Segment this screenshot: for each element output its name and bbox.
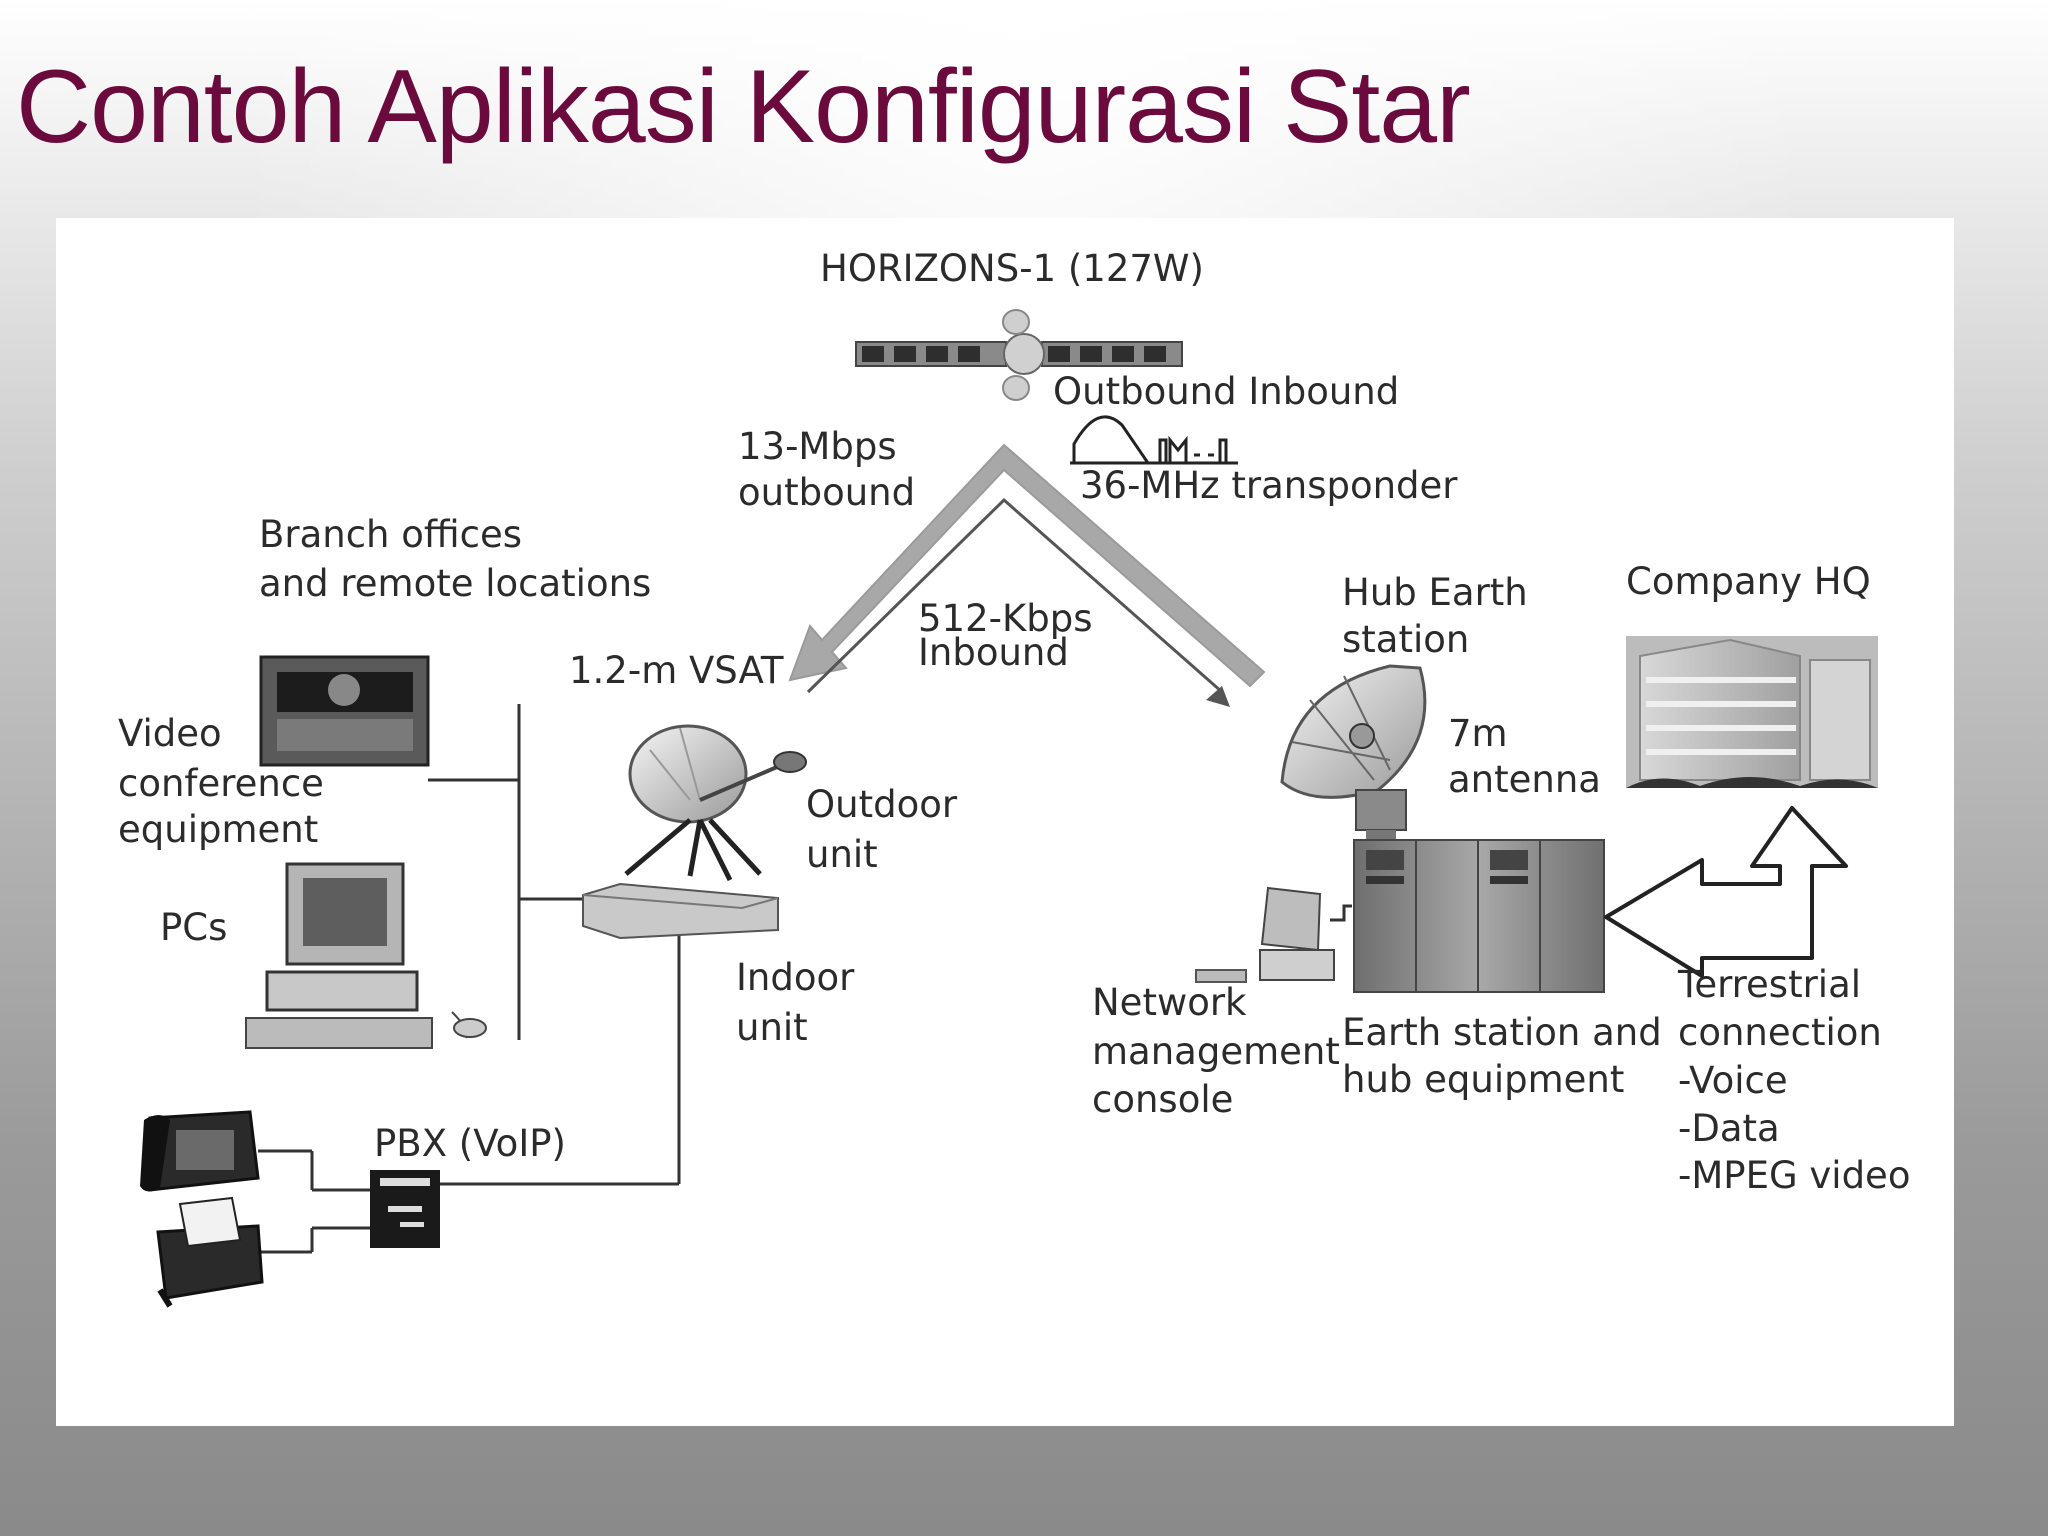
satellite-label: HORIZONS-1 (127W) bbox=[820, 247, 1204, 290]
branch-offices-line2: and remote locations bbox=[259, 562, 651, 605]
hub-earth-station-line2: station bbox=[1342, 618, 1469, 661]
diagram-panel: HORIZONS-1 (127W) Outbound Inbound 36-MH… bbox=[56, 218, 1954, 1426]
network-console-line1: Network bbox=[1092, 981, 1247, 1024]
indoor-unit-line2: unit bbox=[736, 1006, 808, 1049]
inbound-arrow bbox=[806, 497, 1230, 707]
outbound-rate-line2: outbound bbox=[738, 471, 915, 514]
band-labels: Outbound Inbound bbox=[1053, 370, 1399, 413]
terrestrial-arrow bbox=[1604, 806, 1848, 978]
vsat-star-diagram: HORIZONS-1 (127W) Outbound Inbound 36-MH… bbox=[118, 247, 1910, 1308]
video-conference-icon bbox=[259, 655, 430, 767]
outdoor-unit-line2: unit bbox=[806, 833, 878, 876]
network-console-line3: console bbox=[1092, 1078, 1233, 1121]
indoor-unit-icon bbox=[582, 882, 779, 940]
transponder-label: 36-MHz transponder bbox=[1080, 464, 1458, 507]
hub-equipment-racks-icon bbox=[1353, 839, 1605, 993]
slide-title: Contoh Aplikasi Konfigurasi Star bbox=[16, 49, 1471, 165]
vsat-label: 1.2-m VSAT bbox=[569, 649, 784, 692]
pbx-label: PBX (VoIP) bbox=[374, 1122, 566, 1165]
company-hq-building-icon bbox=[1626, 636, 1878, 788]
video-conference-line2: conference bbox=[118, 762, 324, 805]
company-hq-label: Company HQ bbox=[1626, 560, 1871, 603]
video-conference-line3: equipment bbox=[118, 808, 318, 851]
outdoor-unit-line1: Outdoor bbox=[806, 783, 958, 826]
network-console-line2: management bbox=[1092, 1030, 1340, 1073]
antenna-line2: antenna bbox=[1448, 758, 1601, 801]
terrestrial-line3: -Voice bbox=[1678, 1059, 1788, 1102]
antenna-line1: 7m bbox=[1448, 712, 1508, 755]
network-console-icon bbox=[1195, 886, 1352, 983]
video-conference-line1: Video bbox=[118, 712, 222, 755]
hub-antenna-icon bbox=[1280, 664, 1427, 846]
fax-icon bbox=[156, 1196, 264, 1308]
terrestrial-line4: -Data bbox=[1678, 1107, 1780, 1150]
earth-station-equipment-line2: hub equipment bbox=[1342, 1058, 1624, 1101]
satellite-icon bbox=[855, 309, 1183, 401]
hub-earth-station-line1: Hub Earth bbox=[1342, 571, 1528, 614]
earth-station-equipment-line1: Earth station and bbox=[1342, 1011, 1662, 1054]
terrestrial-line1: Terrestrial bbox=[1677, 963, 1861, 1006]
branch-offices-line1: Branch offices bbox=[259, 513, 522, 556]
terrestrial-line2: connection bbox=[1678, 1011, 1882, 1054]
pcs-label: PCs bbox=[160, 906, 227, 949]
indoor-unit-line1: Indoor bbox=[736, 956, 855, 999]
inbound-rate-line1: 512-Kbps bbox=[918, 597, 1093, 640]
pbx-icon bbox=[370, 1170, 440, 1248]
outbound-rate-line1: 13-Mbps bbox=[738, 425, 897, 468]
inbound-rate-line2: Inbound bbox=[918, 631, 1069, 674]
transponder-spectrum-icon bbox=[1070, 415, 1238, 465]
pc-icon bbox=[245, 862, 487, 1049]
branch-lan-lines bbox=[258, 704, 681, 1254]
telephone-icon bbox=[140, 1110, 260, 1192]
terrestrial-line5: -MPEG video bbox=[1678, 1154, 1910, 1197]
vsat-dish-icon bbox=[624, 724, 807, 882]
